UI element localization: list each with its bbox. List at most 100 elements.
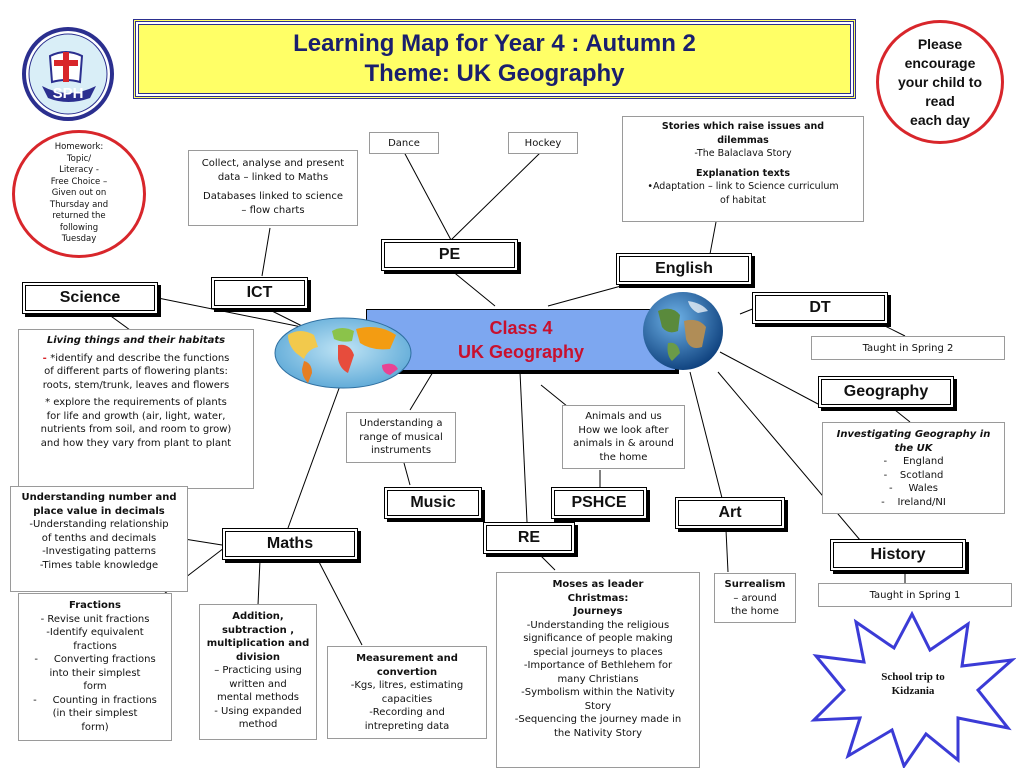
- note-fractions-line: - Counting in fractions: [33, 694, 157, 706]
- connector-art-center: [689, 371, 723, 499]
- note-addition-heading: division: [236, 651, 280, 663]
- connector-music-center: [409, 371, 434, 411]
- note-measurement-line: intrepreting data: [364, 720, 450, 732]
- note-re-heading: Journeys: [573, 606, 623, 617]
- note-pshce-line: Animals and us: [585, 411, 662, 422]
- subject-dt: DT: [752, 292, 888, 324]
- subject-history: History: [830, 539, 966, 571]
- subject-geography: Geography: [818, 376, 954, 408]
- note-fractions-line: into their simplest: [49, 667, 141, 679]
- note-fractions: Fractions - Revise unit fractions -Ident…: [18, 593, 172, 741]
- school-trip-line: Kidzania: [891, 685, 935, 697]
- world-map-globe-icon: [274, 317, 412, 389]
- connector-geography-center: [719, 351, 819, 405]
- note-re-line: -Symbolism within the Nativity: [521, 687, 675, 698]
- note-re-line: Story: [584, 700, 612, 712]
- note-fractions-line: -Identify equivalent: [46, 627, 144, 638]
- note-science-dash: -: [42, 352, 51, 364]
- subject-pe: PE: [381, 239, 518, 271]
- note-music-line: Understanding a: [359, 418, 443, 429]
- note-ict-line: Collect, analyse and present: [201, 158, 345, 169]
- connector-pe-center: [450, 269, 496, 307]
- note-dt: Taught in Spring 2: [811, 336, 1005, 360]
- note-science-line: * explore the requirements of plants: [45, 397, 227, 408]
- note-measurement-heading: Measurement and: [356, 653, 458, 664]
- sph-school-logo-icon: SPH: [22, 27, 114, 121]
- note-art-line: the home: [731, 606, 779, 617]
- note-art: Surrealism – around the home: [714, 573, 796, 623]
- center-topic-box: Class 4 UK Geography: [366, 309, 676, 371]
- note-re-line: -Understanding the religious: [526, 619, 670, 631]
- title-banner: Learning Map for Year 4 : Autumn 2 Theme…: [133, 19, 856, 99]
- subject-english: English: [616, 253, 752, 285]
- subject-ict: ICT: [211, 277, 308, 309]
- connector-hockey-pe: [450, 151, 542, 241]
- note-re-line: -Sequencing the journey made in: [514, 714, 682, 725]
- page-title: Learning Map for Year 4 : Autumn 2: [293, 30, 696, 57]
- note-science-line: and how they vary from plant to plant: [40, 437, 232, 449]
- school-trip-text: School trip to Kidzania: [858, 670, 968, 698]
- subject-music: Music: [384, 487, 482, 519]
- note-fractions-line: - Revise unit fractions: [40, 613, 150, 625]
- subject-art: Art: [675, 497, 785, 529]
- note-science-line: roots, stem/trunk, leaves and flowers: [42, 379, 230, 391]
- note-measurement-line: -Recording and: [369, 707, 445, 718]
- note-pshce: Animals and us How we look after animals…: [562, 405, 685, 469]
- center-theme: UK Geography: [457, 342, 585, 362]
- note-english-line: •Adaptation – link to Science curriculum: [647, 181, 839, 192]
- connector-art-note: [725, 529, 729, 573]
- center-class: Class 4: [489, 318, 553, 338]
- note-history: Taught in Spring 1: [818, 583, 1012, 607]
- note-english-heading: Stories which raise issues and: [661, 121, 825, 132]
- note-place-value-line: -Investigating patterns: [42, 546, 156, 557]
- note-hockey: Hockey: [508, 132, 578, 154]
- note-fractions-line: form: [83, 681, 107, 692]
- connector-music-note: [403, 462, 411, 486]
- note-fractions-line: (in their simplest: [52, 708, 138, 719]
- note-pshce-line: How we look after: [578, 424, 669, 436]
- note-pshce-line: the home: [599, 451, 648, 463]
- school-trip-line: School trip to: [881, 671, 945, 683]
- homework-circle: Homework: Topic/ Literacy - Free Choice …: [12, 130, 146, 258]
- subject-pshce: PSHCE: [551, 487, 647, 519]
- note-ict-line: data – linked to Maths: [217, 171, 329, 183]
- connector-re-note: [539, 554, 556, 571]
- note-geography: Investigating Geography in the UK - Engl…: [822, 422, 1005, 514]
- note-addition-line: method: [238, 719, 278, 730]
- note-re-line: -Importance of Bethlehem for: [523, 660, 673, 671]
- note-re-line: special journeys to places: [533, 646, 663, 658]
- note-ict: Collect, analyse and present data – link…: [188, 150, 358, 226]
- note-science-line: *identify and describe the functions: [50, 352, 230, 364]
- note-measurement-heading: convertion: [376, 666, 438, 678]
- connector-re-center: [519, 371, 528, 523]
- note-addition-heading: multiplication and: [206, 638, 310, 649]
- note-ict-line: – flow charts: [241, 204, 305, 216]
- note-re-line: significance of people making: [523, 633, 673, 644]
- note-music: Understanding a range of musical instrum…: [346, 412, 456, 463]
- logo-text: SPH: [53, 85, 84, 102]
- connector-geography-note: [894, 409, 911, 423]
- note-music-line: range of musical: [359, 431, 443, 443]
- note-english: Stories which raise issues and dilemmas …: [622, 116, 864, 222]
- subject-re: RE: [483, 522, 575, 554]
- note-addition-heading: Addition,: [232, 611, 284, 622]
- note-re-heading: Christmas:: [567, 592, 629, 604]
- note-science-heading: Living things and their habitats: [46, 335, 226, 346]
- note-science: Living things and their habitats - *iden…: [18, 329, 254, 489]
- note-addition: Addition, subtraction , multiplication a…: [199, 604, 317, 740]
- note-measurement-line: capacities: [381, 693, 433, 705]
- connector-dance-pe: [403, 151, 452, 241]
- note-pshce-line: animals in & around: [573, 438, 674, 449]
- connector-maths-addition: [257, 559, 261, 606]
- note-geography-heading: Investigating Geography in: [836, 429, 991, 440]
- note-addition-line: - Using expanded: [214, 705, 302, 717]
- note-ict-line: Databases linked to science: [203, 191, 343, 202]
- note-maths-place-value: Understanding number and place value in …: [10, 486, 188, 592]
- note-place-value-line: -Times table knowledge: [39, 559, 159, 571]
- note-english-line: of habitat: [720, 194, 766, 206]
- note-english-heading: dilemmas: [717, 134, 769, 146]
- note-place-value-heading: place value in decimals: [33, 505, 165, 517]
- note-fractions-line: form): [81, 721, 109, 733]
- note-addition-line: mental methods: [216, 692, 300, 703]
- note-science-line: for life and growth (air, light, water,: [46, 410, 226, 422]
